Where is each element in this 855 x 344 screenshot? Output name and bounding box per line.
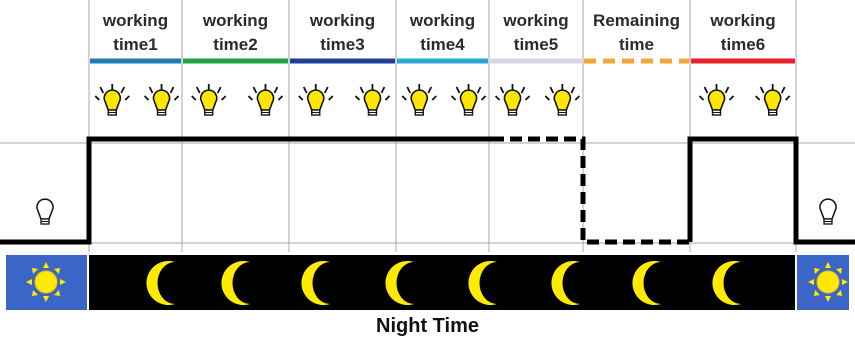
waveform-solid-end <box>687 136 855 245</box>
light-state-waveform <box>0 136 855 245</box>
lit-bulb-icon <box>544 83 581 116</box>
lit-bulbs-row <box>94 83 791 116</box>
lit-bulb-icon <box>297 83 334 116</box>
segment-label-line2: time3 <box>320 35 364 54</box>
lit-bulb-icon <box>143 83 180 116</box>
unlit-bulb-icon <box>36 198 54 225</box>
segment-label-line1: working <box>102 11 168 30</box>
segment-label-line1: working <box>202 11 268 30</box>
lit-bulb-icon <box>354 83 391 116</box>
sun-icon <box>807 261 849 303</box>
night-band <box>89 255 795 310</box>
lit-bulb-icon <box>94 83 131 116</box>
segment-label-line1: working <box>409 11 475 30</box>
segment-label-line2: time1 <box>113 35 157 54</box>
segment-label-line2: time6 <box>721 35 765 54</box>
segment-label-line1: working <box>709 11 775 30</box>
lit-bulb-icon <box>190 83 227 116</box>
segment-label-line2: time <box>619 35 654 54</box>
segment-label-line2: time4 <box>420 35 465 54</box>
segment-label-line1: working <box>309 11 375 30</box>
segment-label-line1: working <box>502 11 568 30</box>
segment-labels: working time1 working time2 working time3 work… <box>102 11 776 54</box>
lit-bulb-icon <box>450 83 487 116</box>
unlit-bulb-icon <box>819 198 837 225</box>
segment-dividers <box>88 0 797 252</box>
segment-label-line2: time2 <box>213 35 257 54</box>
sun-icon <box>25 261 67 303</box>
lit-bulb-icon <box>401 83 438 116</box>
night-time-label: Night Time <box>376 315 479 337</box>
lit-bulb-icon <box>698 83 735 116</box>
lit-bulb-icon <box>247 83 284 116</box>
lit-bulb-icon <box>754 83 791 116</box>
waveform-solid-start <box>0 136 492 245</box>
lit-bulb-icon <box>494 83 531 116</box>
waveform-dashed-remaining <box>492 136 690 245</box>
segment-label-line2: time5 <box>514 35 558 54</box>
segment-label-line1: Remaining <box>593 11 680 30</box>
